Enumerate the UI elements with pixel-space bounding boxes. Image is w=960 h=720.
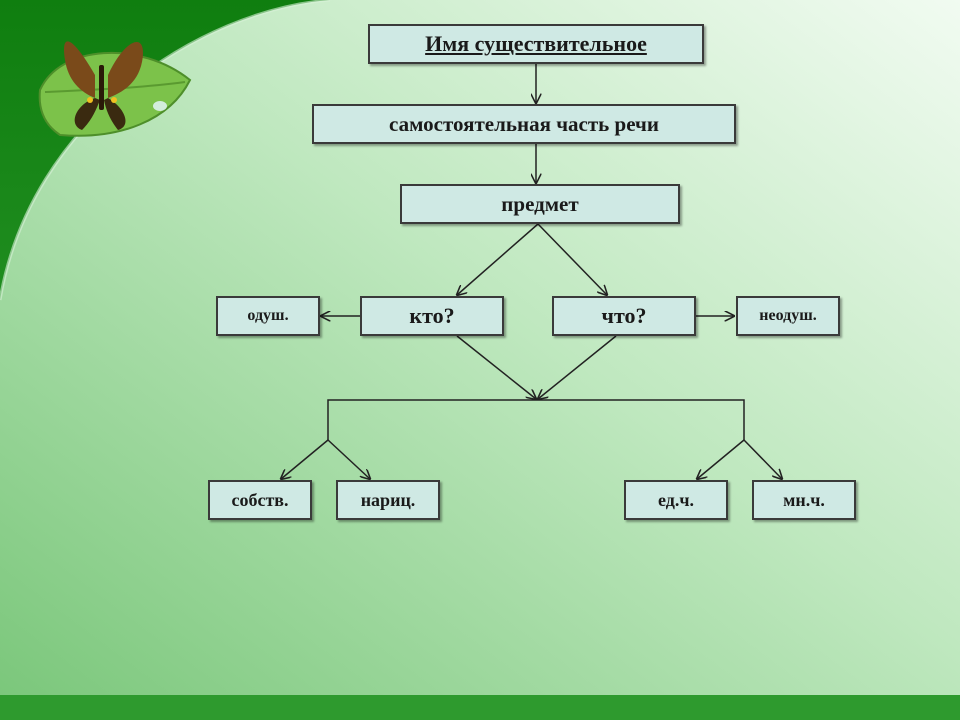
arrow-to-common [327,439,370,479]
butterfly-on-leaf-icon [38,41,192,137]
arrow-what-to-bracket [538,335,617,399]
arrow-to-proper [281,439,329,479]
plural-box: мн.ч. [752,480,856,520]
inanimate-box: неодуш. [736,296,840,336]
who-question-box: кто? [360,296,504,336]
independent-part-of-speech-box: самостоятельная часть речи [312,104,736,144]
animate-box: одуш. [216,296,320,336]
arrow-object-to-who [457,223,539,295]
what-question-box: что? [552,296,696,336]
bracket-line [327,399,745,440]
title-box: Имя существительное [368,24,704,64]
object-box: предмет [400,184,680,224]
arrow-to-singular [697,439,745,479]
common-noun-box: нариц. [336,480,440,520]
arrow-object-to-what [537,223,607,295]
arrow-who-to-bracket [456,335,536,399]
singular-box: ед.ч. [624,480,728,520]
proper-noun-box: собств. [208,480,312,520]
arrow-to-plural [743,439,782,479]
